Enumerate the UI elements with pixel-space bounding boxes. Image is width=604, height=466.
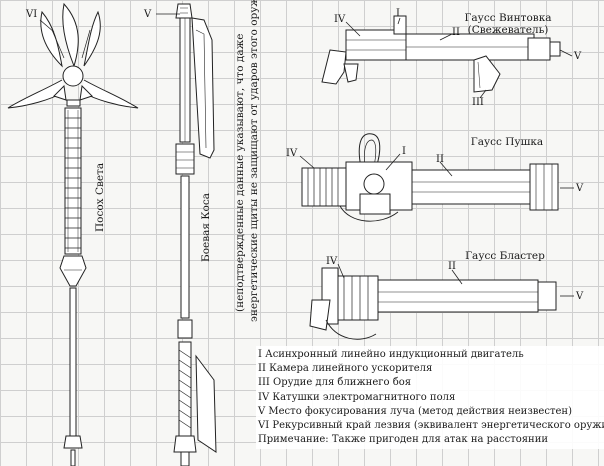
marker-ii-rifle: II: [452, 27, 460, 38]
legend-item-iv: IV Катушки электромагнитного поля: [258, 391, 456, 403]
marker-v-scythe: V: [144, 9, 152, 20]
staff-label: Посох Света: [94, 162, 106, 232]
marker-iv-blaster: IV: [326, 256, 338, 267]
marker-v-rifle: V: [574, 51, 582, 62]
marker-ii-cannon: II: [436, 154, 444, 165]
marker-iii-rifle: III: [472, 97, 484, 108]
legend-item-i: I Асинхронный линейно индукционный двига…: [258, 349, 524, 360]
marker-vi-staff: VI: [26, 9, 38, 20]
scythe-note-line1: (неподтвержденные данные указывают, что …: [234, 33, 246, 312]
legend-note: Примечание: Также пригоден для атак на р…: [258, 434, 549, 446]
marker-v-blaster: V: [576, 291, 584, 302]
staff-of-light: [7, 2, 139, 466]
marker-iv-cannon: IV: [286, 148, 298, 159]
cannon-title: Гаусс Пушка: [470, 136, 544, 148]
marker-i-rifle: I: [396, 8, 400, 19]
marker-iv-rifle: IV: [334, 14, 346, 25]
marker-ii-blaster: II: [448, 261, 456, 272]
scythe-label: Боевая Коса: [200, 193, 212, 262]
legend-item-iii: III Орудие для ближнего боя: [258, 377, 412, 389]
marker-v-cannon: V: [576, 183, 584, 194]
scythe-note-line2: энергетические щиты не защищают от ударо…: [248, 0, 260, 322]
rifle-title-line2: (Свежеватель): [467, 24, 549, 36]
marker-i-cannon: I: [402, 146, 406, 157]
legend: I Асинхронный линейно индукционный двига…: [256, 346, 604, 450]
war-scythe: [173, 3, 217, 466]
leader-lines: [39, 13, 574, 297]
blaster-title: Гаусс Бластер: [465, 250, 545, 262]
gauss-blaster: [309, 267, 557, 340]
gauss-rifle: [321, 15, 561, 93]
rifle-title: Гаусс Винтовка (Свежеватель): [448, 12, 568, 36]
rifle-title-line1: Гаусс Винтовка: [464, 12, 552, 24]
legend-item-vi: VI Рекурсивный край лезвия (эквивалент э…: [258, 420, 604, 432]
legend-item-v: V Место фокусирования луча (метод действ…: [258, 405, 572, 417]
gauss-cannon: [301, 133, 559, 222]
legend-item-ii: II Камера линейного ускорителя: [258, 363, 433, 375]
